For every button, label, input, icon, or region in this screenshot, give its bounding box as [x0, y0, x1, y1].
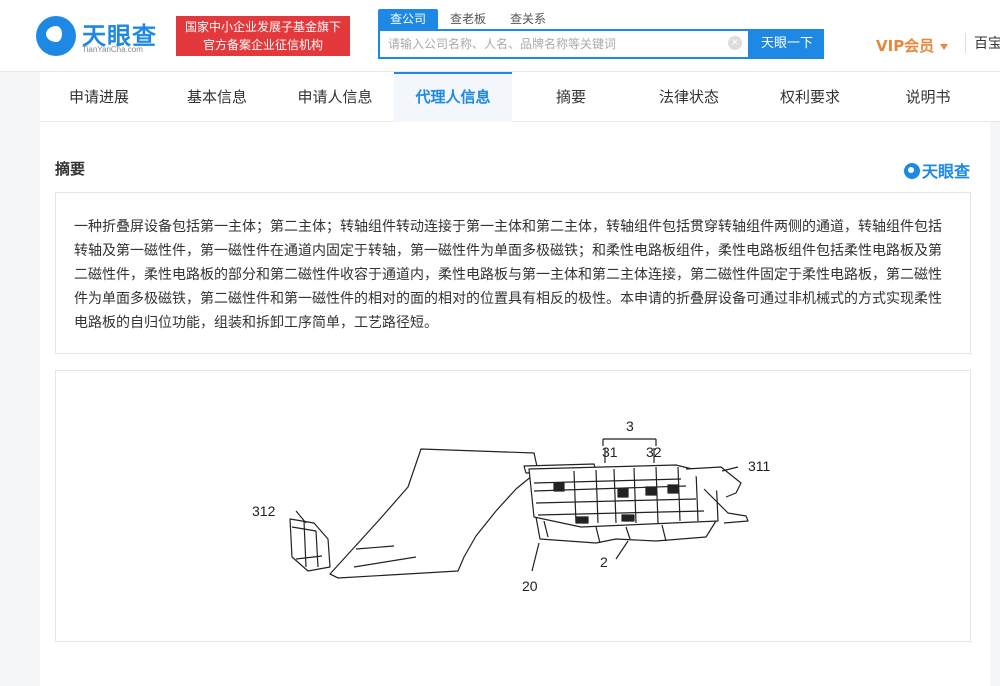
detail-tab-bar: 申请进展 基本信息 申请人信息 代理人信息 摘要 法律状态 权利要求 说明书 — [40, 72, 1000, 122]
vip-label: VIP会员 — [876, 37, 935, 55]
slogan-line-1: 国家中小企业发展子基金旗下 — [184, 20, 341, 34]
main-content: 摘要 天眼查 一种折叠屏设备包括第一主体；第二主体；转轴组件转动连接于第一主体和… — [40, 122, 990, 686]
tab-application-progress[interactable]: 申请进展 — [68, 88, 129, 106]
label-2: 2 — [600, 554, 608, 570]
label-311: 311 — [748, 458, 771, 474]
abstract-text: 一种折叠屏设备包括第一主体；第二主体；转轴组件转动连接于第一主体和第二主体，转轴… — [55, 192, 971, 354]
patent-drawing: 3 31 32 311 312 2 20 — [252, 418, 771, 594]
caret-down-icon — [940, 43, 949, 50]
eye-logo-icon — [903, 163, 920, 179]
search-tab-relation[interactable]: 查关系 — [510, 12, 547, 26]
label-312: 312 — [252, 503, 276, 519]
tab-abstract[interactable]: 摘要 — [555, 88, 586, 106]
slogan-line-2: 官方备案企业征信机构 — [202, 38, 323, 52]
search-type-tabs: 查公司 查老板 查关系 — [378, 9, 558, 29]
logo-eye-icon — [36, 16, 76, 56]
slogan-banner: 国家中小企业发展子基金旗下 官方备案企业征信机构 — [176, 16, 350, 56]
logo-text: 天眼查 — [82, 22, 157, 50]
tab-applicant-info[interactable]: 申请人信息 — [297, 88, 373, 106]
label-31: 31 — [602, 444, 618, 460]
brand-text: 天眼查 — [921, 162, 970, 181]
section-title: 摘要 — [55, 160, 86, 178]
top-header: 天眼查 TianYanCha.com 国家中小企业发展子基金旗下 官方备案企业征… — [0, 0, 1000, 72]
search-input[interactable] — [380, 31, 720, 57]
search-box: × — [378, 29, 750, 59]
search-tab-boss[interactable]: 查老板 — [450, 12, 487, 26]
label-20: 20 — [522, 578, 538, 594]
brand-watermark: 天眼查 — [903, 158, 970, 182]
clear-icon[interactable]: × — [728, 36, 742, 50]
vip-menu[interactable]: VIP会员 — [876, 35, 949, 56]
label-3: 3 — [626, 418, 634, 434]
nav-more-link[interactable]: 百宝 — [965, 33, 1000, 53]
label-32: 32 — [646, 444, 662, 460]
tab-description[interactable]: 说明书 — [905, 88, 951, 106]
tab-claims[interactable]: 权利要求 — [779, 88, 840, 106]
site-logo[interactable]: 天眼查 TianYanCha.com — [36, 14, 166, 58]
tab-agent-info[interactable]: 代理人信息 — [394, 72, 512, 122]
logo-subtext: TianYanCha.com — [82, 45, 143, 54]
search-tab-company[interactable]: 查公司 — [378, 9, 439, 29]
patent-figure: 3 31 32 311 312 2 20 — [55, 370, 971, 642]
tab-basic-info[interactable]: 基本信息 — [186, 88, 247, 106]
tab-legal-status[interactable]: 法律状态 — [658, 88, 719, 106]
search-button[interactable]: 天眼一下 — [750, 29, 824, 59]
